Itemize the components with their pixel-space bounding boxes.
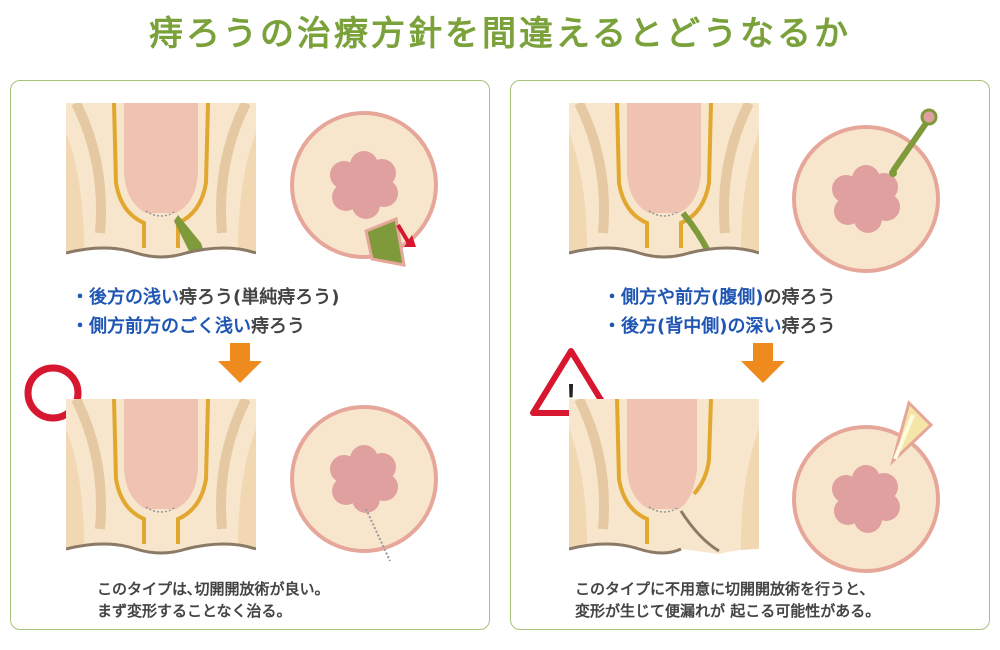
- left-caption: このタイプは､切開開放術が良い。 まず変形することなく治る。: [97, 578, 330, 622]
- cross-section-deformed-illustration: [792, 400, 940, 573]
- left-caption-line1: このタイプは､切開開放術が良い。: [97, 580, 330, 598]
- left-description: ・後方の浅い痔ろう(単純痔ろう) ・側方前方のごく浅い痔ろう: [71, 283, 339, 341]
- anatomy-deep-fistula-illustration: [569, 103, 759, 273]
- left-description-line2: ・側方前方のごく浅い痔ろう: [71, 316, 305, 337]
- left-caption-line2: まず変形することなく治る。: [97, 602, 292, 620]
- right-description: ・側方や前方(腹側)の痔ろう ・後方(背中側)の深い痔ろう: [603, 283, 835, 341]
- cross-section-deep-fistula-illustration: [792, 108, 940, 273]
- cross-section-after-illustration: [290, 405, 438, 562]
- warning-symbol: !: [566, 378, 575, 409]
- left-description-line1: ・後方の浅い痔ろう(単純痔ろう): [71, 287, 340, 308]
- left-panel: ・後方の浅い痔ろう(単純痔ろう) ・側方前方のごく浅い痔ろう: [10, 80, 490, 630]
- anatomy-before-illustration: [66, 103, 256, 273]
- down-arrow-icon: [218, 343, 262, 383]
- right-caption-line1: このタイプに不用意に切開開放術を行うと、: [575, 580, 875, 598]
- ok-circle-icon: [24, 364, 82, 422]
- right-panel: ・側方や前方(腹側)の痔ろう ・後方(背中側)の深い痔ろう !: [510, 80, 990, 630]
- right-description-line2: ・後方(背中側)の深い痔ろう: [603, 316, 836, 337]
- cross-section-before-illustration: [290, 111, 438, 267]
- anatomy-after-illustration: [66, 399, 256, 569]
- anatomy-deformed-illustration: [569, 399, 759, 569]
- right-description-line1: ・側方や前方(腹側)の痔ろう: [603, 287, 836, 308]
- down-arrow-icon: [741, 343, 785, 383]
- right-caption: このタイプに不用意に切開開放術を行うと、 変形が生じて便漏れが 起こる可能性があ…: [575, 578, 880, 622]
- page-title: 痔ろうの治療方針を間違えるとどうなるか: [149, 14, 851, 54]
- right-caption-line2: 変形が生じて便漏れが 起こる可能性がある。: [575, 602, 881, 620]
